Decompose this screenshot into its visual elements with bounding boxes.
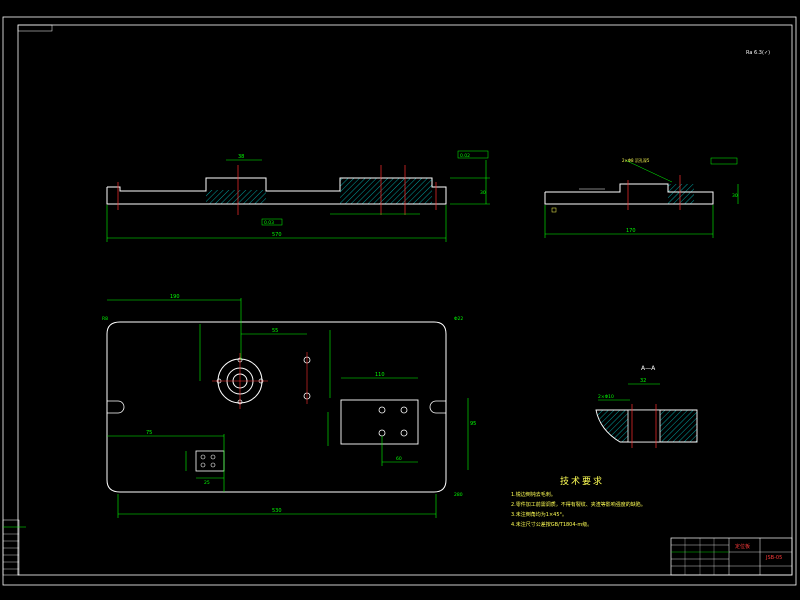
title-block-drawing-no: JSB-05 — [766, 555, 783, 561]
dim-plan-box-w: 110 — [375, 372, 385, 378]
inner-border — [17, 24, 793, 576]
outer-border — [2, 16, 797, 586]
dim-front-top: 38 — [238, 154, 244, 160]
dim-front-tol-b: 0.03 — [264, 220, 274, 226]
section-label: A—A — [641, 365, 656, 372]
dim-plan-hole: Φ22 — [454, 316, 463, 322]
dim-section: 32 — [640, 378, 646, 384]
roughness-general: Ra 6.3 — [746, 50, 762, 56]
dim-plan-radius: R8 — [102, 316, 108, 322]
plan-view-outline — [106, 321, 447, 493]
dim-plan-small-x: 25 — [204, 480, 210, 486]
side-view-outline — [544, 183, 714, 205]
front-view: 570 38 0.02 0.03 30 — [106, 150, 490, 242]
dim-plan-box-h: 95 — [470, 421, 476, 427]
dim-front-height: 30 — [480, 190, 486, 196]
front-view-outline — [106, 177, 447, 205]
dim-plan-small-w: 75 — [146, 430, 152, 436]
tech-requirement-item: 1.锐边倒钝去毛刺。 — [511, 492, 556, 498]
side-note: 2×Φ8 沉孔深5 — [622, 157, 650, 163]
dim-plan-x1: 190 — [170, 294, 180, 300]
revision-strip — [2, 519, 26, 576]
corner-tag — [17, 24, 53, 32]
title-block — [670, 537, 793, 576]
roughness-symbol: Ra 6.3 (✓) — [746, 50, 770, 56]
roughness-symbol-text: (✓) — [762, 50, 770, 56]
dim-front-overall: 570 — [272, 232, 282, 238]
title-block-part-name: 定位板 — [735, 544, 751, 550]
tech-requirement-item: 2.零件加工前需调质，不得有裂纹、夹渣等影响强度的缺陷。 — [511, 502, 646, 508]
dim-plan-overall-length: 530 — [272, 508, 282, 514]
tech-requirement-item: 4.未注尺寸公差按GB/T1804-m级。 — [511, 522, 593, 528]
dim-side-height: 30 — [732, 193, 738, 199]
dim-plan-y1: 60 — [396, 456, 402, 462]
dim-front-tol-a: 0.02 — [460, 153, 470, 159]
dim-plan-overall-width: 280 — [454, 492, 463, 498]
dim-plan-x2: 55 — [272, 328, 278, 334]
dim-side-overall: 170 — [626, 228, 636, 234]
tech-requirements-list: 1.锐边倒钝去毛刺。 2.零件加工前需调质，不得有裂纹、夹渣等影响强度的缺陷。 … — [511, 490, 646, 530]
tech-requirement-item: 3.未注倒角均为1×45°。 — [511, 512, 568, 518]
plan-view: 190 55 110 95 60 75 25 530 R8 Φ22 280 — [102, 294, 476, 518]
side-view: 170 30 2×Φ8 沉孔深5 — [544, 157, 739, 238]
tech-requirements-heading: 技术要求 — [560, 477, 605, 487]
dim-section-2: 2×Φ10 — [598, 394, 614, 400]
section-view: A—A 32 2×Φ10 — [595, 365, 698, 448]
